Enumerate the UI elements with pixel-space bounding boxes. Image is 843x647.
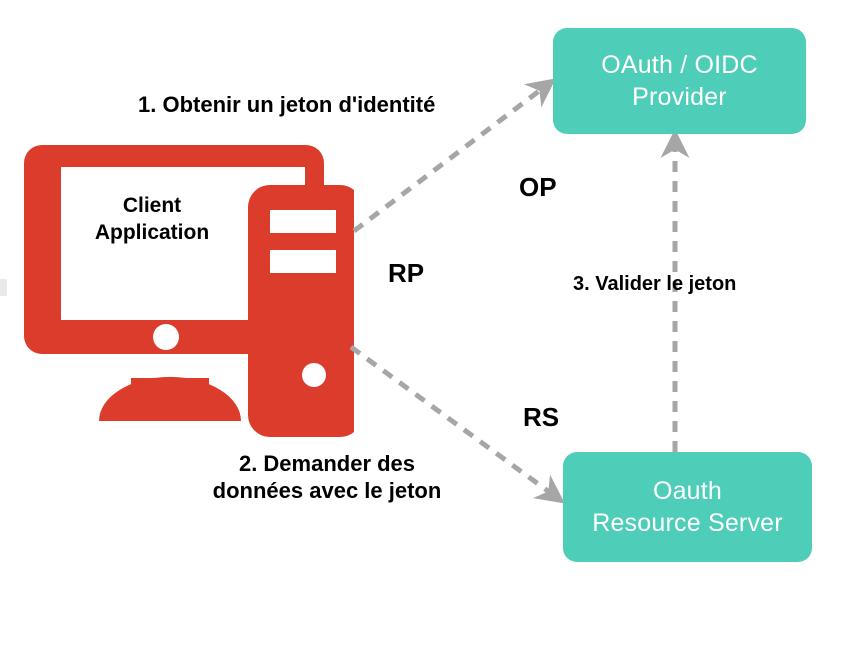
role-tag-rs: RS (523, 402, 560, 432)
role-tag-op: OP (519, 172, 557, 202)
computer-tower (248, 185, 362, 437)
node-oauth-oidc-provider-label: OAuth / OIDC Provider (601, 51, 758, 111)
tower-drive-bay-2 (270, 250, 336, 273)
node-oauth-resource-server[interactable]: Oauth Resource Server (563, 452, 812, 562)
edge-label-step2: 2. Demander des données avec le jeton (212, 451, 442, 503)
node-oauth-oidc-provider[interactable]: OAuth / OIDC Provider (553, 28, 806, 134)
node-oauth-resource-server-label: Oauth Resource Server (592, 477, 783, 537)
edge-label-step1: 1. Obtenir un jeton d'identité (138, 92, 436, 117)
tower-power-button (302, 363, 326, 387)
client-application-label: Client Application (94, 194, 210, 244)
role-tag-rp: RP (388, 258, 425, 288)
edge-artifact (0, 279, 7, 296)
tower-drive-bay-1 (270, 210, 336, 233)
monitor-power-dot (153, 324, 179, 350)
desktop-computer-icon (24, 140, 362, 445)
edge-label-step3: 3. Valider le jeton (573, 273, 737, 295)
monitor-stand-base (99, 376, 241, 421)
